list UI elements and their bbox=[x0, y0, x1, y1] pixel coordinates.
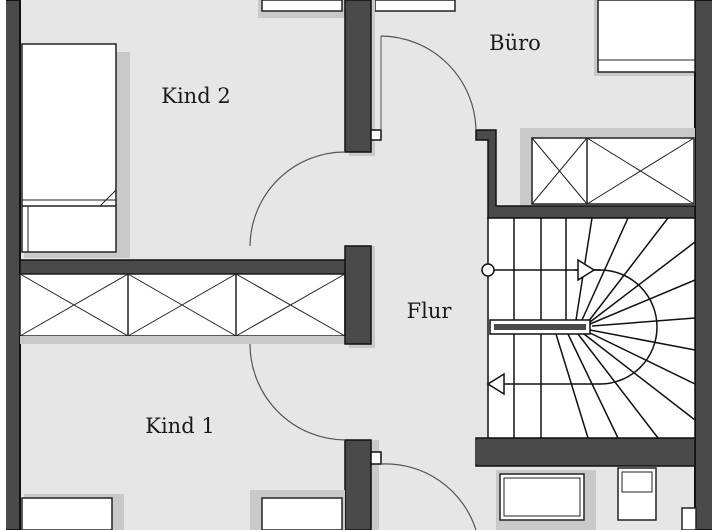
kind1-cabinet bbox=[261, 497, 343, 530]
bed-kind2 bbox=[21, 43, 117, 253]
kind2-top-cabinet bbox=[261, 0, 343, 12]
stair-arrow-up bbox=[577, 258, 596, 282]
door-buero bbox=[380, 35, 477, 131]
stair-arrow-down bbox=[486, 372, 505, 396]
wall-kind2-bottom bbox=[19, 259, 351, 275]
staircase bbox=[481, 217, 696, 439]
door-bath bbox=[380, 463, 477, 530]
wall-kind1-corridor bbox=[344, 439, 372, 530]
bath-fixture-right bbox=[681, 507, 697, 530]
wall-mid-corridor bbox=[344, 245, 372, 345]
wall-stair-bottom bbox=[475, 437, 696, 467]
room-label-kind1: Kind 1 bbox=[145, 414, 214, 438]
bath-tub bbox=[499, 473, 585, 521]
bath-sink bbox=[617, 467, 657, 521]
room-label-kind2: Kind 2 bbox=[161, 84, 230, 108]
wall-kind2-corridor bbox=[344, 0, 372, 153]
buero-desk bbox=[597, 0, 696, 73]
door-kind2 bbox=[249, 151, 346, 247]
buero-top-cabinet bbox=[374, 0, 456, 12]
bed-kind1 bbox=[21, 497, 113, 530]
room-label-flur: Flur bbox=[407, 299, 453, 323]
buero-wardrobe bbox=[531, 137, 695, 205]
stair-start-circle bbox=[481, 263, 495, 277]
room-label-buero: Büro bbox=[489, 31, 541, 55]
door-kind1 bbox=[249, 343, 346, 441]
